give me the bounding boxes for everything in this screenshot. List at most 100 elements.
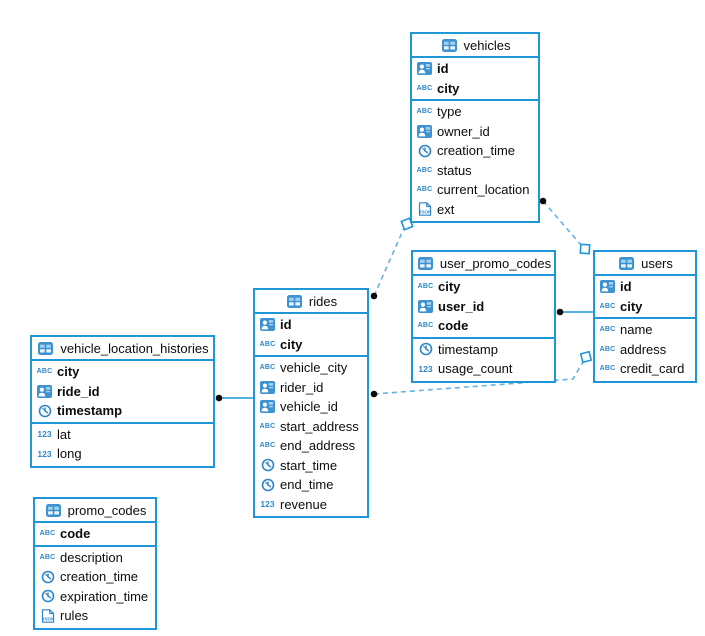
number-type-icon: 123 bbox=[260, 499, 275, 510]
entity-title: vehicle_location_histories bbox=[60, 340, 209, 356]
column-owner_id[interactable]: owner_id bbox=[412, 122, 538, 142]
entity-header-promo_codes[interactable]: promo_codes bbox=[35, 499, 155, 523]
entity-header-rides[interactable]: rides bbox=[255, 290, 367, 314]
column-name: lat bbox=[57, 426, 71, 442]
svg-text:JSON: JSON bbox=[419, 210, 432, 215]
clock-icon bbox=[38, 570, 57, 584]
column-start_address[interactable]: ABC start_address bbox=[255, 417, 367, 437]
column-id[interactable]: id bbox=[412, 59, 538, 79]
entity-header-vehicle_location_histories[interactable]: vehicle_location_histories bbox=[32, 337, 213, 361]
relationship-rides-to-users[interactable] bbox=[370, 350, 593, 398]
column-rider_id[interactable]: rider_id bbox=[255, 378, 367, 398]
column-name: creation_time bbox=[60, 569, 139, 585]
column-city[interactable]: ABC city bbox=[413, 277, 554, 297]
column-vehicle_id[interactable]: vehicle_id bbox=[255, 397, 367, 417]
column-name: start_address bbox=[280, 418, 359, 434]
column-name: id bbox=[280, 317, 292, 333]
column-ext[interactable]: JSON ext bbox=[412, 200, 538, 220]
column-name: city bbox=[437, 80, 460, 96]
person-id-icon bbox=[258, 318, 277, 332]
column-timestamp[interactable]: timestamp bbox=[32, 401, 213, 421]
column-expiration_time[interactable]: expiration_time bbox=[35, 587, 155, 607]
column-name: long bbox=[57, 446, 82, 462]
column-name: city bbox=[280, 336, 303, 352]
column-name: rider_id bbox=[280, 379, 324, 395]
entity-header-user_promo_codes[interactable]: user_promo_codes bbox=[413, 252, 554, 276]
text-type-icon: ABC bbox=[416, 108, 433, 116]
relationship-vehicles-to-users[interactable] bbox=[539, 197, 591, 255]
column-ride_id[interactable]: ride_id bbox=[32, 382, 213, 402]
column-id[interactable]: id bbox=[595, 277, 695, 297]
column-id[interactable]: id bbox=[255, 315, 367, 335]
column-name: city bbox=[438, 279, 461, 295]
column-type[interactable]: ABC type bbox=[412, 102, 538, 122]
column-name: code bbox=[60, 526, 91, 542]
column-name: vehicle_city bbox=[280, 360, 348, 376]
column-creation_time[interactable]: creation_time bbox=[412, 141, 538, 161]
column-name: user_id bbox=[438, 298, 485, 314]
table-icon bbox=[416, 256, 435, 270]
entity-header-vehicles[interactable]: vehicles bbox=[412, 34, 538, 58]
entity-header-users[interactable]: users bbox=[595, 252, 695, 276]
column-user_id[interactable]: user_id bbox=[413, 297, 554, 317]
relationship-rides-to-vehicles[interactable] bbox=[370, 217, 414, 300]
relationship-user_promo_codes-to-users[interactable] bbox=[556, 308, 593, 316]
column-name: type bbox=[437, 104, 462, 120]
column-name: ride_id bbox=[57, 383, 100, 399]
column-city[interactable]: ABC city bbox=[255, 335, 367, 355]
column-timestamp[interactable]: timestamp bbox=[413, 340, 554, 360]
number-type-icon: 123 bbox=[37, 429, 52, 440]
text-type-icon: ABC bbox=[259, 340, 276, 348]
text-type-icon: ABC bbox=[416, 166, 433, 174]
column-start_time[interactable]: start_time bbox=[255, 456, 367, 476]
person-id-icon bbox=[415, 124, 434, 138]
column-name: end_address bbox=[280, 438, 356, 454]
person-id-icon bbox=[598, 280, 617, 294]
text-type-icon: ABC bbox=[259, 422, 276, 430]
column-name: city bbox=[620, 298, 643, 314]
column-name: ext bbox=[437, 201, 455, 217]
column-lat[interactable]: 123 lat bbox=[32, 425, 213, 445]
text-type-icon: ABC bbox=[417, 283, 434, 291]
cardinality-dot bbox=[370, 292, 378, 300]
column-end_time[interactable]: end_time bbox=[255, 475, 367, 495]
optionality-diamond bbox=[400, 217, 414, 231]
column-name: timestamp bbox=[57, 403, 123, 419]
column-name: timestamp bbox=[438, 341, 498, 357]
table-icon bbox=[440, 38, 459, 52]
relationship-vehicle_location_histories-to-rides[interactable] bbox=[215, 394, 253, 402]
column-creation_time[interactable]: creation_time bbox=[35, 567, 155, 587]
column-name: description bbox=[60, 549, 123, 565]
clock-icon bbox=[416, 342, 435, 356]
